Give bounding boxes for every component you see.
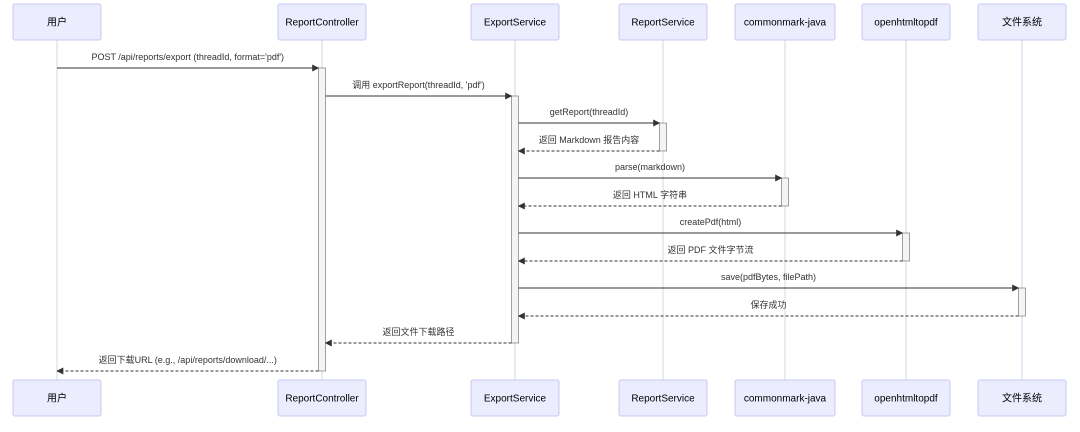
message-label: 返回 Markdown 报告内容 [539, 134, 640, 145]
actor-box-top-oh [861, 3, 951, 41]
message-label: POST /api/reports/export (threadId, form… [91, 52, 284, 62]
activation-bar-oh [902, 232, 910, 262]
actor-box-bottom-rs [618, 379, 708, 417]
actor-box-bottom-fs [977, 379, 1067, 417]
message-label: save(pdfBytes, filePath) [721, 272, 816, 282]
actor-label-top-oh: openhtmltopdf [874, 18, 938, 29]
actor-box-bottom-user [12, 379, 102, 417]
message-label: 返回 PDF 文件字节流 [667, 244, 753, 255]
actor-label-top-es: ExportService [484, 18, 547, 29]
activation-bar-es [511, 95, 519, 344]
actor-label-top-rc: ReportController [285, 18, 359, 29]
actor-box-bottom-rc [277, 379, 367, 417]
actor-label-top-fs: 文件系统 [1002, 16, 1042, 29]
actor-box-bottom-es [470, 379, 560, 417]
actor-label-bottom-rs: ReportService [631, 394, 695, 405]
actor-box-bottom-cm [734, 379, 836, 417]
actor-box-top-es [470, 3, 560, 41]
actor-label-bottom-rc: ReportController [285, 394, 359, 405]
actor-box-top-cm [734, 3, 836, 41]
activation-bar-rc [318, 67, 326, 372]
actor-label-bottom-es: ExportService [484, 394, 547, 405]
actor-label-bottom-fs: 文件系统 [1002, 392, 1042, 405]
actor-label-bottom-oh: openhtmltopdf [874, 394, 938, 405]
actor-box-top-rs [618, 3, 708, 41]
activation-bar-rs [659, 122, 667, 152]
actor-label-bottom-user: 用户 [47, 392, 67, 405]
actor-label-bottom-cm: commonmark-java [744, 394, 827, 405]
message-label: getReport(threadId) [550, 107, 629, 117]
actor-label-top-user: 用户 [47, 16, 67, 29]
message-label: 调用 exportReport(threadId, 'pdf') [352, 80, 485, 90]
actor-box-bottom-oh [861, 379, 951, 417]
actor-box-top-fs [977, 3, 1067, 41]
message-label: 返回 HTML 字符串 [613, 189, 687, 200]
actor-label-top-cm: commonmark-java [744, 18, 827, 29]
activation-bar-cm [781, 177, 789, 207]
message-label: 保存成功 [750, 299, 786, 310]
activation-bar-fs [1018, 287, 1026, 317]
message-label: parse(markdown) [615, 162, 685, 172]
actor-box-top-rc [277, 3, 367, 41]
message-label: 返回文件下载路径 [382, 326, 454, 337]
actor-box-top-user [12, 3, 102, 41]
message-label: createPdf(html) [680, 217, 742, 227]
actor-label-top-rs: ReportService [631, 18, 695, 29]
message-label: 返回下载URL (e.g., /api/reports/download/...… [99, 354, 277, 365]
